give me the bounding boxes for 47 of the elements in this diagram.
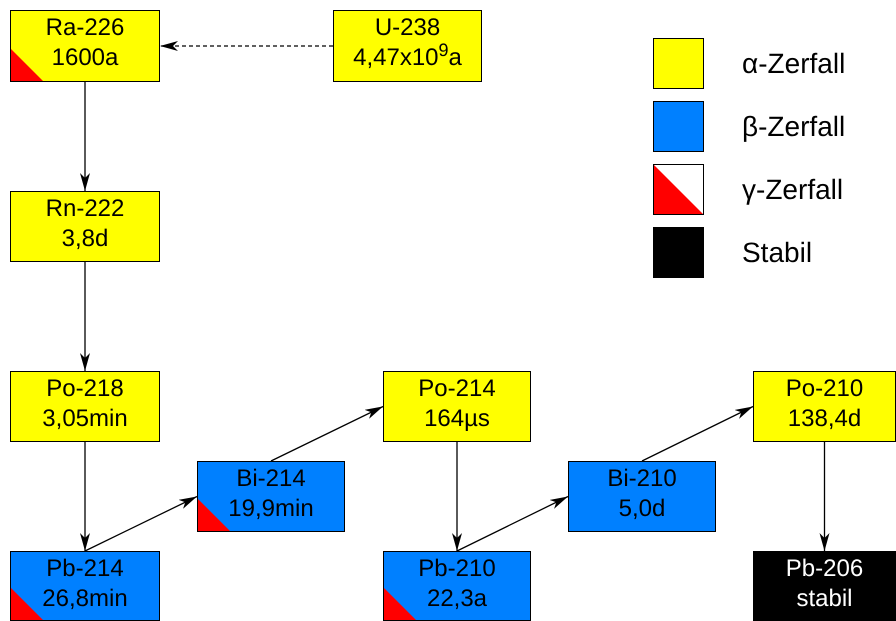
beta-decay-box (10, 551, 160, 621)
nuclide-name: Rn-222 (46, 194, 124, 224)
beta-decay-box (568, 461, 716, 532)
arrow (820, 442, 830, 551)
nuclide-name: Po-210 (786, 374, 864, 404)
beta-decay-box (383, 551, 531, 621)
arrow (80, 262, 90, 371)
half-life: 1600a (52, 43, 118, 73)
legend-label: α-Zerfall (742, 46, 846, 80)
alpha-decay-box (10, 371, 160, 442)
alpha-decay-box (753, 371, 896, 442)
legend-label: Stabil (742, 236, 812, 270)
half-life: 3,05min (42, 404, 128, 434)
half-life: 22,3a (426, 584, 488, 614)
arrow (80, 82, 90, 191)
legend-label: γ-Zerfall (742, 172, 844, 207)
half-life: 164µs (424, 404, 490, 434)
arrow (642, 406, 754, 462)
nuclide-name: Ra-226 (46, 13, 124, 43)
beta-decay-box (197, 461, 345, 532)
arrow (456, 496, 568, 552)
nuclide-name: Po-218 (46, 374, 124, 404)
arrow (160, 41, 333, 51)
half-life: stabil (796, 584, 853, 614)
nuclide-name: Po-214 (418, 374, 496, 404)
nuclide-name: Pb-214 (46, 554, 124, 584)
alpha-decay-box (383, 371, 531, 442)
legend-label: β-Zerfall (742, 110, 846, 144)
nuclide-name: U-238 (374, 13, 440, 43)
nuclide-name: Bi-214 (236, 464, 306, 494)
half-life: 19,9min (228, 494, 314, 524)
nuclide-name: Pb-206 (786, 554, 864, 584)
arrow (270, 406, 384, 462)
half-life: 26,8min (42, 584, 128, 614)
stable-box (753, 551, 896, 621)
arrow (84, 496, 198, 552)
half-life: 3,8d (62, 224, 108, 254)
arrow (80, 442, 90, 551)
alpha-decay-box (333, 10, 482, 82)
half-life: 5,0d (618, 494, 666, 524)
alpha-decay-box (10, 10, 160, 82)
half-life: 4,47x10$^{9}$a (353, 43, 462, 73)
arrow (452, 442, 462, 551)
half-life: 138,4d (788, 404, 862, 434)
alpha-decay-box (10, 191, 160, 262)
nuclide-name: Pb-210 (418, 554, 496, 584)
nuclide-name: Bi-210 (607, 464, 677, 494)
